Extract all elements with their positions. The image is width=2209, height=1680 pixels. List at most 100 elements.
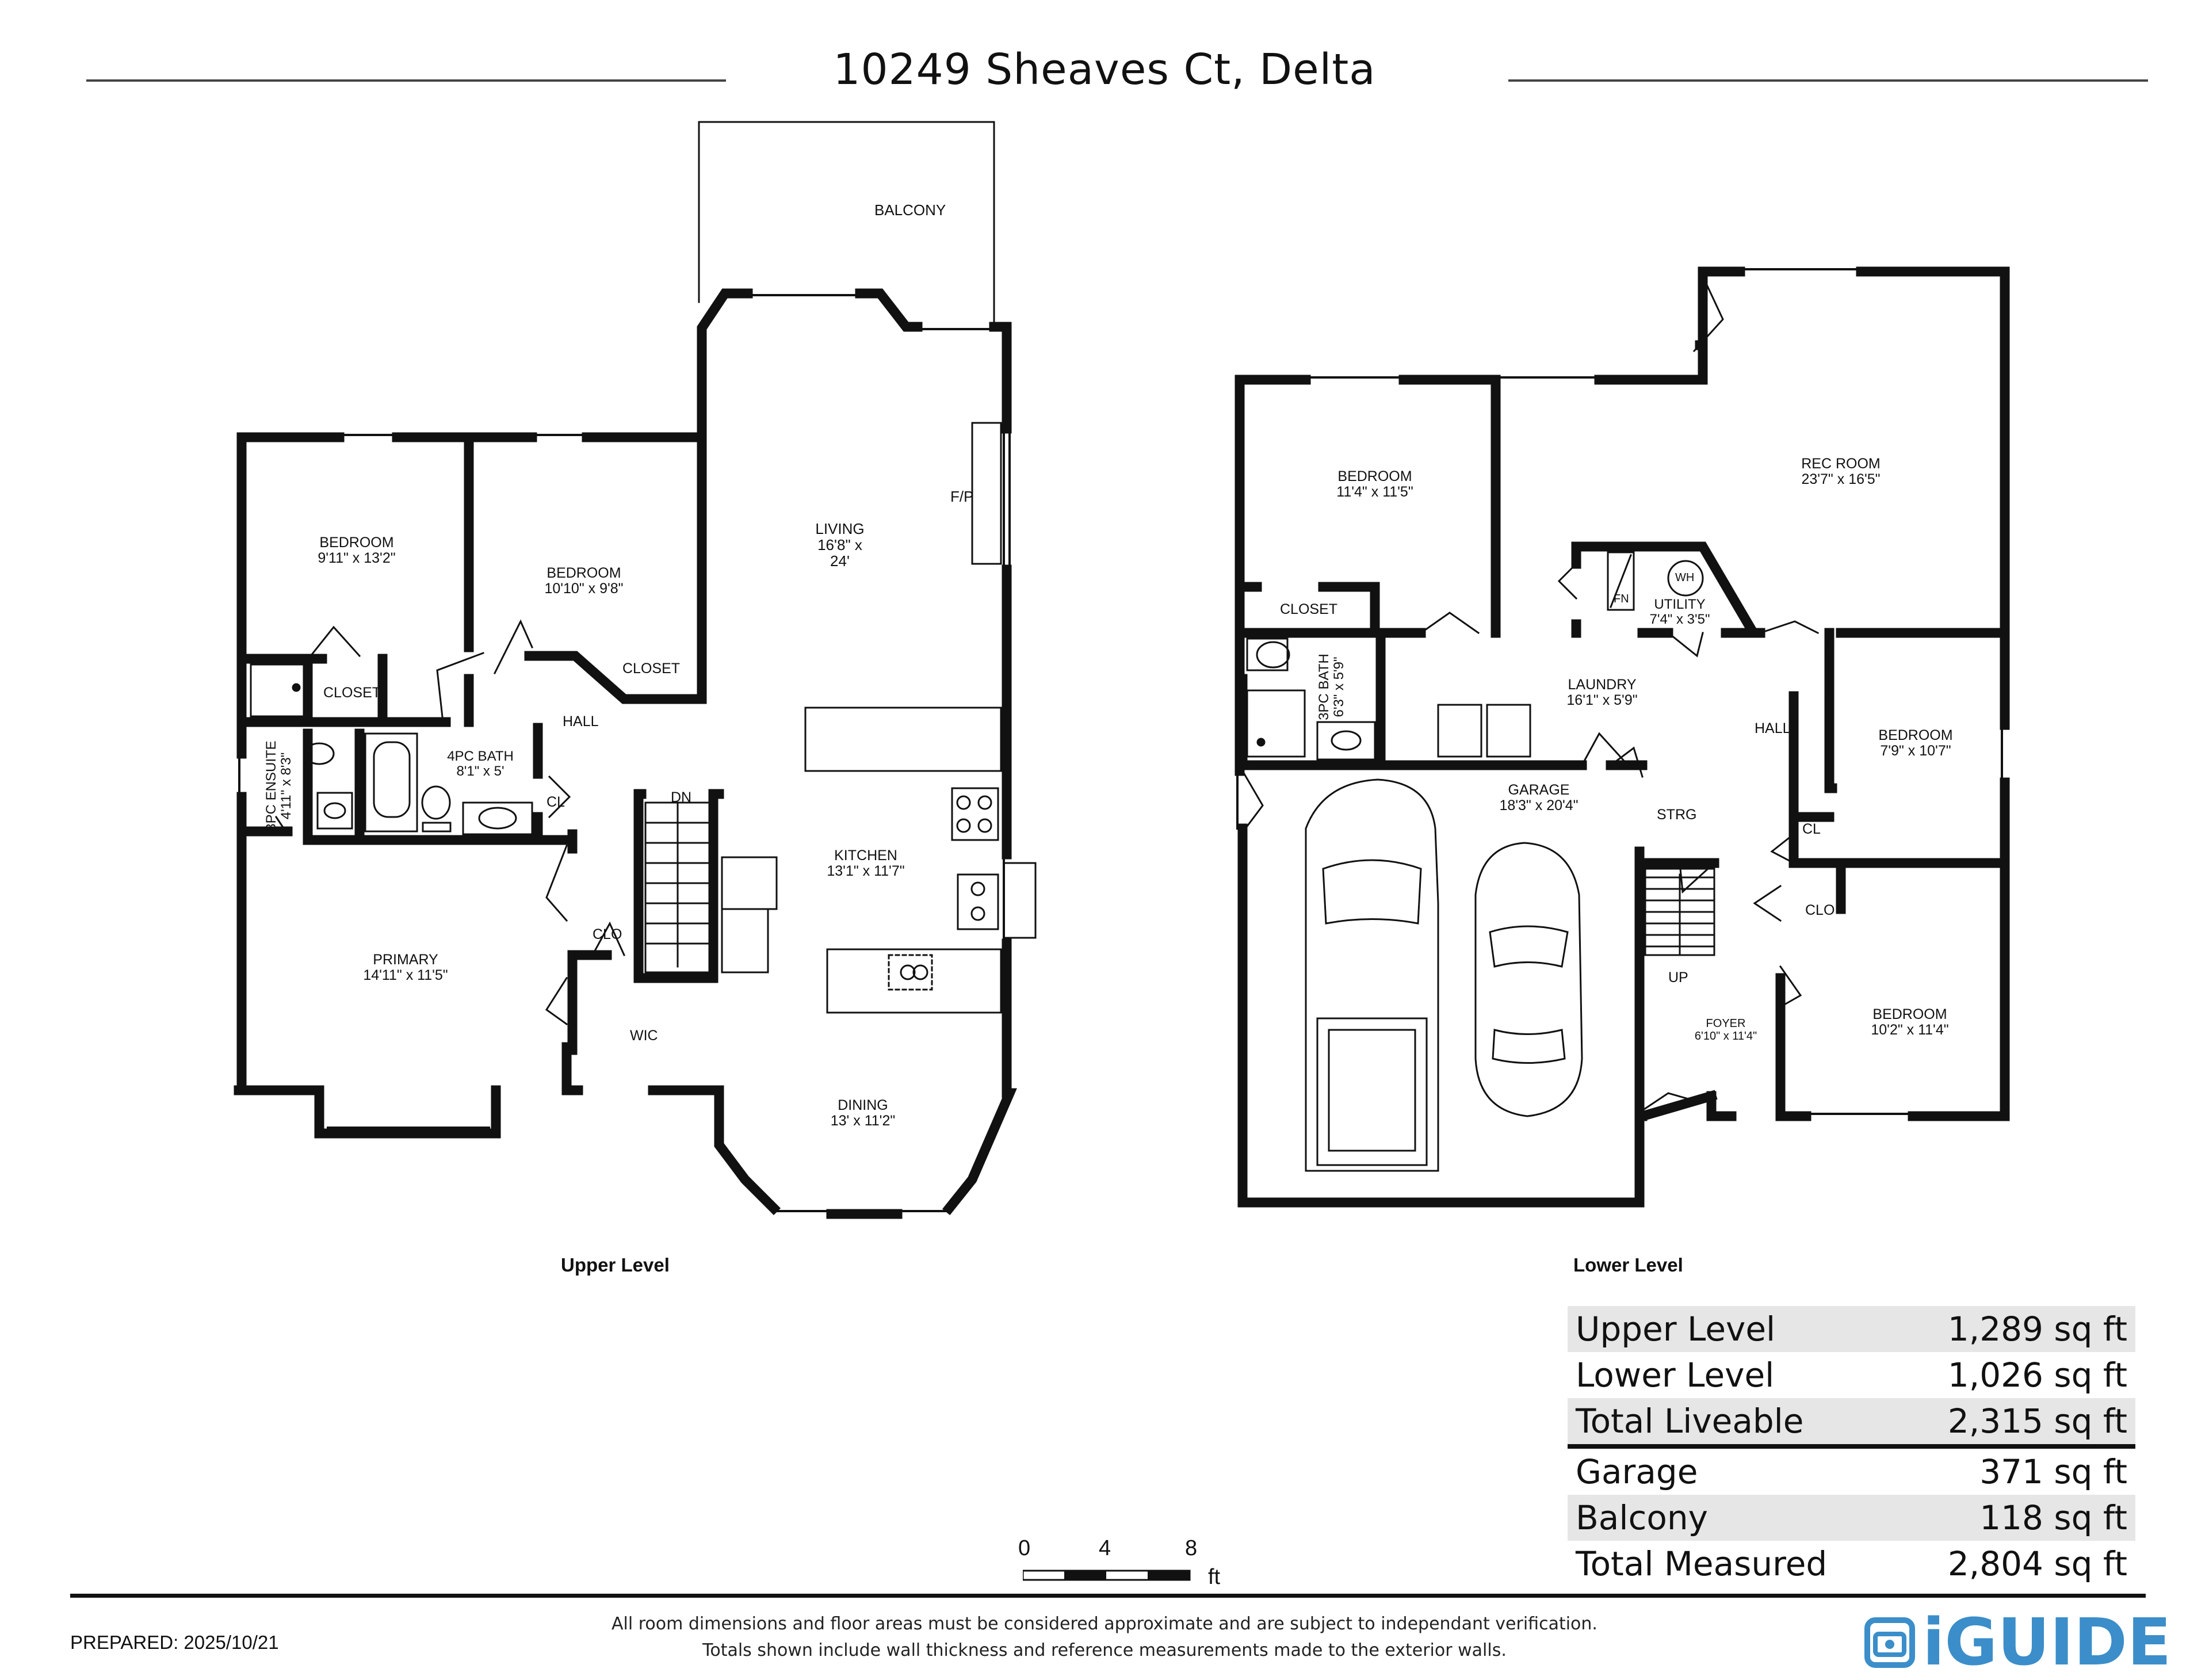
area-row: Upper Level 1,289 sq ft — [1568, 1306, 2135, 1352]
room-bedroom-e-dim: 10'2" x 11'4" — [1871, 1022, 1949, 1038]
lower-level-plan — [1235, 266, 2010, 1208]
area-summary-table: Upper Level 1,289 sq ft Lower Level 1,02… — [1568, 1306, 2135, 1587]
area-value: 118 sq ft — [1979, 1498, 2127, 1537]
stairs-down-label: DN — [671, 789, 692, 805]
room-ensuite: 3PC ENSUITE 4'11" x 8'3" — [263, 737, 294, 835]
room-utility-dim: 7'4" x 3'5" — [1649, 612, 1710, 627]
room-garage: GARAGE 18'3" x 20'4" — [1496, 782, 1582, 814]
room-bath4: 4PC BATH 8'1" x 5' — [443, 749, 518, 779]
room-bedroom-c: BEDROOM 11'4" x 11'5" — [1329, 469, 1421, 500]
room-laundry-name: LAUNDRY — [1568, 677, 1637, 693]
area-label: Garage — [1576, 1452, 1698, 1491]
disclaimer-line-1: All room dimensions and floor areas must… — [612, 1614, 1597, 1634]
room-closet-2: CLOSET — [622, 660, 681, 677]
room-foyer: FOYER 6'10" x 11'4" — [1691, 1017, 1760, 1043]
upper-level-caption: Upper Level — [561, 1254, 670, 1276]
room-living-dim: 16'8" x 24' — [817, 536, 862, 570]
scale-4: 4 — [1099, 1536, 1111, 1560]
lower-level-caption: Lower Level — [1573, 1254, 1683, 1276]
room-clo-upper: CLO — [593, 926, 622, 942]
room-bedroom-d-name: BEDROOM — [1878, 727, 1953, 743]
area-row: Balcony 118 sq ft — [1568, 1495, 2135, 1541]
area-value: 2,315 sq ft — [1947, 1402, 2127, 1441]
room-clo-lower: CLO — [1805, 902, 1835, 918]
room-dining: DINING 13' x 11'2" — [823, 1098, 903, 1129]
room-garage-name: GARAGE — [1508, 782, 1570, 798]
room-primary-dim: 14'11" x 11'5" — [363, 967, 448, 983]
area-label: Balcony — [1576, 1498, 1708, 1537]
room-cl-lower: CL — [1802, 821, 1821, 837]
room-bedroom-b-dim: 10'10" x 9'8" — [544, 581, 624, 597]
room-bedroom-e-name: BEDROOM — [1872, 1006, 1947, 1022]
room-living: LIVING 16'8" x 24' — [811, 521, 869, 569]
room-cl-upper: CL — [546, 794, 565, 810]
room-kitchen-dim: 13'1" x 11'7" — [827, 863, 905, 879]
area-label: Upper Level — [1576, 1309, 1776, 1349]
room-utility: UTILITY 7'4" x 3'5" — [1645, 597, 1714, 627]
furnace-label: FN — [1614, 593, 1629, 605]
upper-level-plan — [234, 121, 1037, 1219]
room-wic: WIC — [630, 1028, 658, 1044]
room-bedroom-b-name: BEDROOM — [546, 565, 621, 581]
title-rule-right — [1508, 79, 2148, 82]
room-bedroom-c-name: BEDROOM — [1337, 468, 1412, 484]
iguide-logo: iGUIDE — [1864, 1605, 2171, 1680]
room-rec: REC ROOM 23'7" x 16'5" — [1795, 456, 1887, 487]
scale-0: 0 — [1018, 1536, 1031, 1560]
room-bedroom-d-dim: 7'9" x 10'7" — [1880, 743, 1951, 759]
fireplace-label: F/P — [950, 488, 974, 505]
area-value: 371 sq ft — [1979, 1452, 2127, 1491]
room-bath3-name: 3PC BATH — [1316, 654, 1332, 720]
camera-icon — [1864, 1617, 1915, 1668]
room-ensuite-dim: 4'11" x 8'3" — [278, 752, 294, 820]
room-balcony: BALCONY — [874, 201, 946, 219]
room-foyer-dim: 6'10" x 11'4" — [1694, 1030, 1757, 1043]
area-label: Total Measured — [1576, 1544, 1828, 1583]
room-closet-3: CLOSET — [1280, 601, 1338, 617]
stairs-up-label: UP — [1668, 969, 1688, 986]
room-strg: STRG — [1657, 807, 1697, 823]
room-bedroom-c-dim: 11'4" x 11'5" — [1336, 484, 1413, 500]
area-row: Garage 371 sq ft — [1568, 1444, 2135, 1495]
footer-rule — [70, 1594, 2146, 1598]
room-bath4-name: 4PC BATH — [447, 749, 514, 764]
room-dining-name: DINING — [838, 1097, 888, 1113]
room-bedroom-d: BEDROOM 7'9" x 10'7" — [1872, 728, 1959, 759]
logo-text: iGUIDE — [1923, 1605, 2172, 1680]
room-rec-dim: 23'7" x 16'5" — [1801, 471, 1881, 487]
room-bedroom-e: BEDROOM 10'2" x 11'4" — [1864, 1007, 1956, 1038]
page-title: 10249 Sheaves Ct, Delta — [833, 45, 1376, 94]
room-primary-name: PRIMARY — [373, 952, 438, 968]
water-heater-label: WH — [1675, 571, 1695, 584]
room-bath4-dim: 8'1" x 5' — [456, 763, 505, 779]
area-value: 2,804 sq ft — [1947, 1544, 2127, 1583]
room-laundry-dim: 16'1" x 5'9" — [1566, 692, 1638, 708]
area-value: 1,289 sq ft — [1947, 1309, 2127, 1349]
area-value: 1,026 sq ft — [1947, 1356, 2127, 1395]
room-hall-upper: HALL — [563, 713, 599, 730]
room-kitchen: KITCHEN 13'1" x 11'7" — [817, 848, 915, 879]
room-ensuite-name: 3PC ENSUITE — [263, 740, 279, 831]
room-rec-name: REC ROOM — [1801, 456, 1881, 472]
room-bedroom-a: BEDROOM 9'11" x 13'2" — [314, 535, 400, 566]
area-row: Lower Level 1,026 sq ft — [1568, 1352, 2135, 1398]
room-foyer-name: FOYER — [1706, 1017, 1746, 1030]
room-utility-name: UTILITY — [1654, 597, 1706, 612]
room-bath3-dim: 6'3" x 5'9" — [1331, 656, 1347, 717]
area-row: Total Measured 2,804 sq ft — [1568, 1541, 2135, 1587]
scale-8: 8 — [1185, 1536, 1198, 1560]
room-closet-1: CLOSET — [323, 685, 381, 701]
area-row: Total Liveable 2,315 sq ft — [1568, 1398, 2135, 1444]
room-laundry: LAUNDRY 16'1" x 5'9" — [1562, 677, 1642, 708]
scale-bar-graphic — [1023, 1570, 1191, 1581]
room-primary: PRIMARY 14'11" x 11'5" — [357, 952, 454, 983]
title-rule-left — [86, 79, 726, 82]
room-kitchen-name: KITCHEN — [834, 847, 897, 864]
room-living-name: LIVING — [815, 520, 865, 537]
room-bedroom-b: BEDROOM 10'10" x 9'8" — [538, 566, 630, 597]
area-label: Total Liveable — [1576, 1402, 1804, 1441]
room-garage-dim: 18'3" x 20'4" — [1499, 797, 1579, 814]
prepared-date: PREPARED: 2025/10/21 — [70, 1632, 279, 1653]
room-bedroom-a-name: BEDROOM — [319, 534, 394, 551]
